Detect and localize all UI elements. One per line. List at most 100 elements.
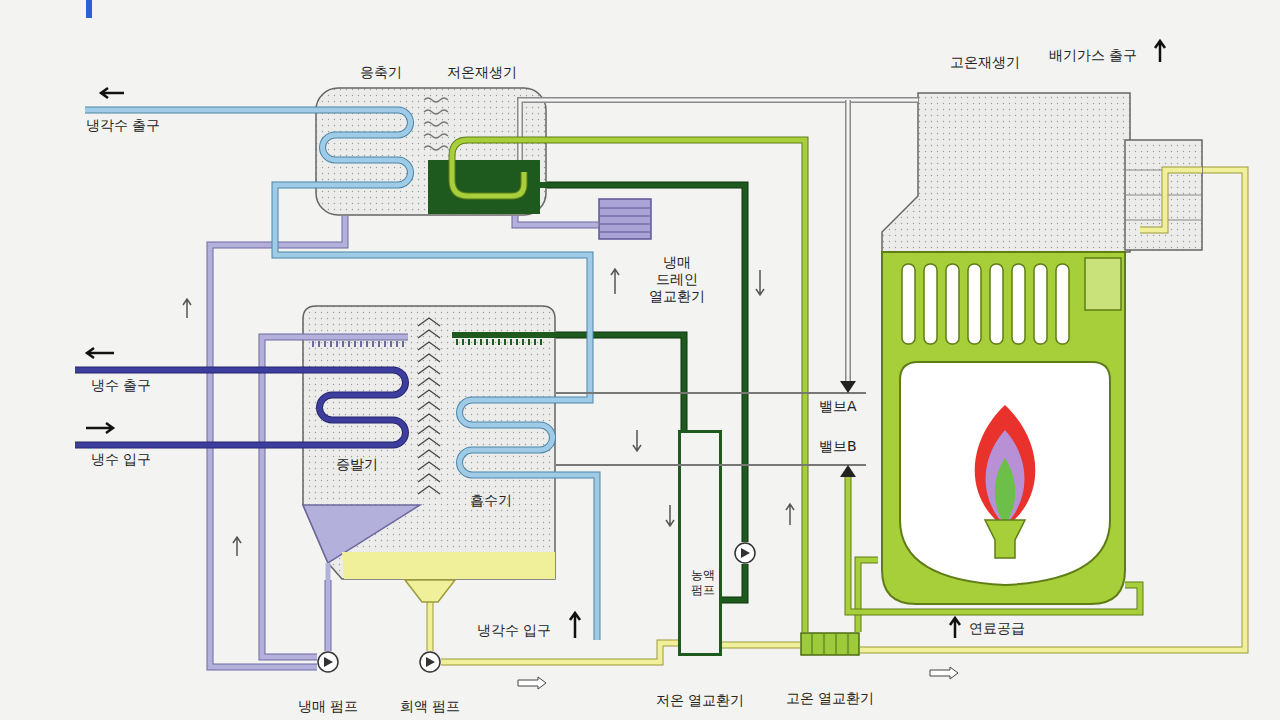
drawing-part [441,643,678,662]
pump-symbol: 냉매 펌프 [317,651,339,673]
shape-outline [741,548,750,558]
drawing-part [75,370,405,445]
drawing-part [878,97,918,103]
drawing-part [1012,264,1025,344]
drawing-part [990,264,1003,344]
pipe-connector [722,564,745,600]
drawing-part [405,580,455,602]
drawing-part [342,552,555,579]
drawing-part [418,486,440,494]
drawing-part [556,393,866,465]
component-label: 냉매 펌프 [298,698,358,715]
pipe-connector [858,560,878,632]
drawing-part [722,564,745,600]
part-label: 냉각수 출구 [85,117,161,134]
drawing-part [975,405,1036,522]
drawing-part [418,450,440,458]
heat-exchanger: 냉매 드레인 열교환기 [598,198,652,240]
drawing-part [840,381,856,393]
shape-outline [420,652,440,672]
pipe-connector [547,140,805,632]
drawing-part [756,270,764,295]
drawing-part [418,462,440,470]
drawing-part [968,264,981,344]
drawing-part [722,642,800,649]
drawing-part [1085,258,1121,310]
drawing-part [878,99,918,102]
drawing-part [547,99,878,102]
drawing-part [902,264,915,344]
heat-exchanger: 저온 열교환기 [678,430,722,656]
drawing-part [86,0,92,18]
drawing-part [845,100,851,383]
pipe-connector [722,645,800,646]
drawing-part [840,465,856,477]
drawing-part [424,110,448,114]
drawing-part [547,140,805,632]
drawing-part [424,134,448,138]
drawing-part [418,414,440,422]
drawing-part [858,560,878,632]
drawing-part [424,146,448,150]
drawing-part [847,100,850,383]
part-label: 배기가스 출구 [1048,47,1138,64]
drawing-part [86,41,1165,638]
drawing-part [418,402,440,410]
drawing-part [452,140,547,196]
part-label: 냉수 입구 [90,451,152,468]
shape-outline [800,632,860,656]
drawing-part [520,100,547,160]
drawing-part [633,430,641,451]
shape-outline [735,543,755,563]
drawing-part [518,677,546,689]
drawing-part [1140,170,1202,230]
drawing-part [183,269,794,556]
drawing-part [547,140,805,632]
drawing-part [418,318,440,326]
drawing-part [302,334,408,341]
drawing-part [1155,41,1165,62]
component-label: 흡수기 [470,492,512,509]
drawing-part [418,330,440,338]
drawing-part [547,97,878,103]
drawing-part [85,110,597,640]
drawing-part [518,667,958,689]
drawing-part [456,339,545,345]
drawing-part [441,643,678,662]
drawing-part [418,318,440,494]
heat-exchanger: 고온 열교환기 [800,632,860,656]
drawing-part [611,269,619,294]
drawing-part [326,580,331,651]
drawing-part [515,216,598,225]
drawing-part [325,580,332,651]
component-label: 고온 열교환기 [786,690,874,707]
drawing-part [233,537,241,556]
drawing-part [87,348,114,358]
part-label: 연료공급 [968,620,1026,637]
drawing-part [556,335,684,430]
shape-outline [882,93,1130,252]
drawing-part [946,264,959,344]
shape-outline [419,651,441,673]
drawing-part [1140,170,1202,230]
drawing-part [418,378,440,386]
drawing-part [101,88,124,98]
drawing-part [556,335,684,430]
drawing-part [986,430,1025,520]
shape-outline [801,633,859,655]
drawing-part [858,560,878,632]
drawing-part [1034,264,1047,344]
drawing-part [950,618,960,638]
shape-outline [1125,140,1202,250]
component-label: 저온재생기 [447,64,517,81]
component-label: 증발기 [336,456,378,473]
drawing-part [302,335,408,340]
pump-symbol: 농액 펌프 [734,542,756,564]
drawing-part [570,613,580,638]
part-label: 밸브A [818,398,858,415]
drawing-part [418,390,440,398]
pump-symbol: 희액 펌프 [419,651,441,673]
pipe-connector [556,335,684,430]
drawing-part [418,474,440,482]
